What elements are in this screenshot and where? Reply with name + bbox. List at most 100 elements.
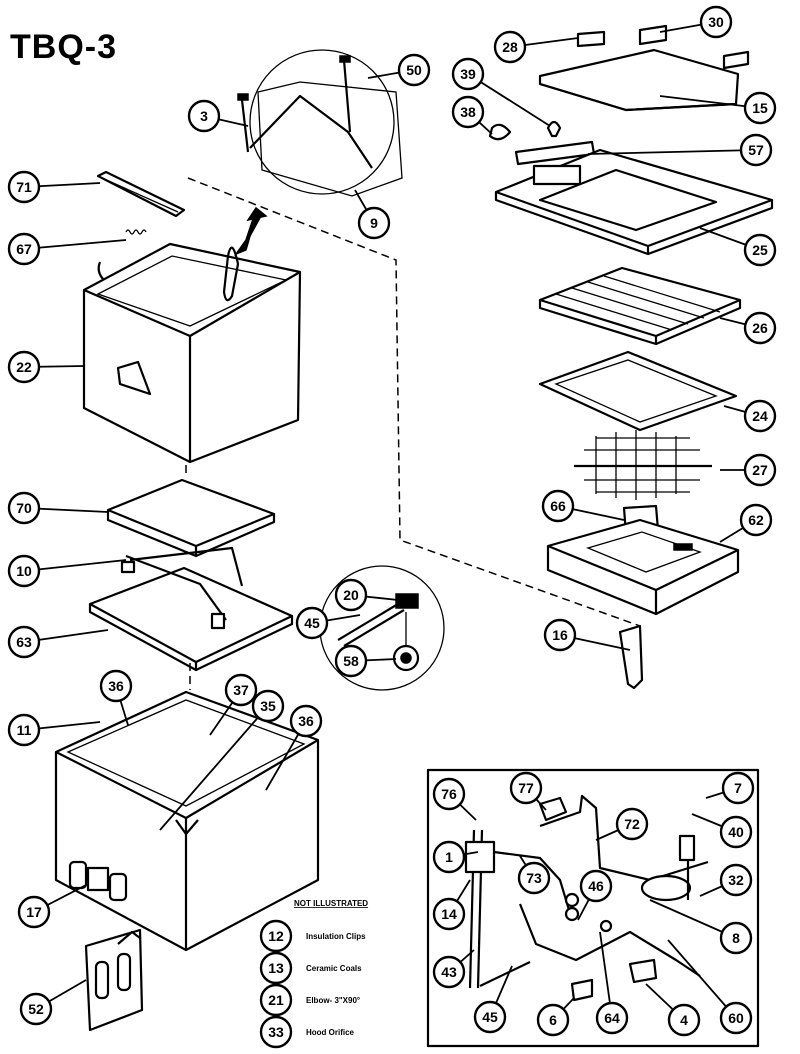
callout-label: 26	[752, 320, 768, 336]
callout-label: 73	[526, 870, 542, 886]
callout-label: 62	[748, 512, 764, 528]
tool-detail-circle	[237, 49, 403, 197]
callout-circle	[719, 863, 753, 897]
callout-label: 25	[752, 242, 768, 258]
part-callout-p71: 71	[7, 170, 41, 204]
callout-label: 36	[298, 713, 314, 729]
part-callout-p10: 10	[7, 554, 41, 588]
part-callout-p46: 46	[579, 869, 613, 903]
spring-part	[125, 229, 147, 235]
callout-label: 6	[549, 1012, 557, 1028]
part-callout-p11: 11	[7, 713, 41, 747]
callout-circle	[719, 921, 753, 955]
knob-part	[546, 120, 562, 138]
callout-circle	[541, 489, 575, 523]
callout-circle	[19, 992, 53, 1026]
part-callout-p6: 6	[536, 1003, 570, 1037]
callout-label: 11	[17, 722, 32, 738]
callout-circle	[432, 955, 466, 989]
callout-circle	[295, 606, 329, 640]
callout-label: 38	[460, 104, 476, 120]
legend-item: 21	[259, 983, 293, 1017]
part-callout-p36b: 36	[289, 704, 323, 738]
legend-description: Elbow- 3"X90°	[306, 996, 360, 1005]
callout-label: 1	[445, 849, 453, 865]
part-callout-p38: 38	[451, 95, 485, 129]
legend-callout-circle	[259, 919, 293, 953]
callout-circle	[517, 861, 551, 895]
part-callout-p72: 72	[615, 807, 649, 841]
callout-label: 52	[28, 1001, 44, 1017]
part-callout-p25: 25	[743, 233, 777, 267]
callout-label: 24	[752, 408, 768, 424]
callout-circle	[334, 578, 368, 612]
leader-line-p57	[587, 149, 757, 155]
part-callout-p35: 35	[251, 689, 285, 723]
diagram-title: TBQ-3	[10, 28, 117, 66]
part-callout-p14: 14	[432, 897, 466, 931]
part-callout-p32: 32	[719, 863, 753, 897]
part-callout-p66: 66	[541, 489, 575, 523]
callout-circle	[7, 232, 41, 266]
callout-label: 37	[233, 682, 249, 698]
burner-pan-part	[546, 518, 740, 616]
callout-label: 58	[343, 653, 359, 669]
callout-circle	[432, 840, 466, 874]
callout-circle	[451, 57, 485, 91]
part-callout-p45b: 45	[473, 1000, 507, 1034]
callout-circle	[595, 1001, 629, 1035]
part-callout-p39: 39	[451, 57, 485, 91]
part-callout-p37: 37	[224, 673, 258, 707]
part-callout-p63: 63	[7, 625, 41, 659]
gas-assembly-frame	[426, 768, 760, 1048]
leader-line-p35	[159, 705, 269, 831]
callout-label: 57	[748, 142, 764, 158]
callout-label: 4	[680, 1012, 688, 1028]
gasket-frame-part	[538, 350, 738, 432]
part-callout-p17: 17	[17, 895, 51, 929]
callout-label: 27	[752, 462, 768, 478]
callout-circle	[7, 713, 41, 747]
legend-item: 13	[259, 951, 293, 985]
legend-callout-label: 21	[268, 992, 284, 1008]
callout-label: 70	[16, 500, 32, 516]
callout-circle	[536, 1003, 570, 1037]
callout-circle	[7, 491, 41, 525]
legend-callout-label: 12	[268, 928, 284, 944]
door-part	[84, 928, 144, 1032]
callout-label: 36	[108, 678, 124, 694]
callout-circle	[187, 99, 221, 133]
callout-circle	[719, 1001, 753, 1035]
callout-circle	[7, 170, 41, 204]
legend-description: Insulation Clips	[306, 932, 366, 941]
callout-label: 14	[441, 906, 457, 922]
part-callout-p76: 76	[432, 777, 466, 811]
callout-circle	[493, 30, 527, 64]
part-callout-p58: 58	[334, 644, 368, 678]
ring-part	[488, 123, 512, 141]
callout-label: 17	[26, 904, 42, 920]
part-callout-p15: 15	[743, 91, 777, 125]
cabinet-part	[54, 690, 320, 952]
callout-label: 7	[734, 780, 742, 796]
callout-circle	[743, 233, 777, 267]
callout-label: 67	[16, 241, 32, 257]
callout-circle	[7, 625, 41, 659]
leader-line-p60	[667, 939, 737, 1019]
callout-label: 50	[406, 62, 422, 78]
legend-description: Ceramic Coals	[306, 964, 362, 973]
part-callout-p57: 57	[739, 133, 773, 167]
part-callout-p40: 40	[719, 815, 753, 849]
callout-label: 66	[550, 498, 566, 514]
callout-label: 76	[441, 786, 457, 802]
callout-label: 16	[552, 627, 568, 643]
bottom-plate-part	[88, 546, 294, 672]
rail-part	[96, 170, 186, 218]
callout-circle	[739, 133, 773, 167]
callout-label: 30	[708, 14, 724, 30]
callout-circle	[432, 897, 466, 931]
callout-label: 32	[728, 872, 744, 888]
callout-circle	[451, 95, 485, 129]
part-callout-p7: 7	[721, 771, 755, 805]
part-callout-p67: 67	[7, 232, 41, 266]
